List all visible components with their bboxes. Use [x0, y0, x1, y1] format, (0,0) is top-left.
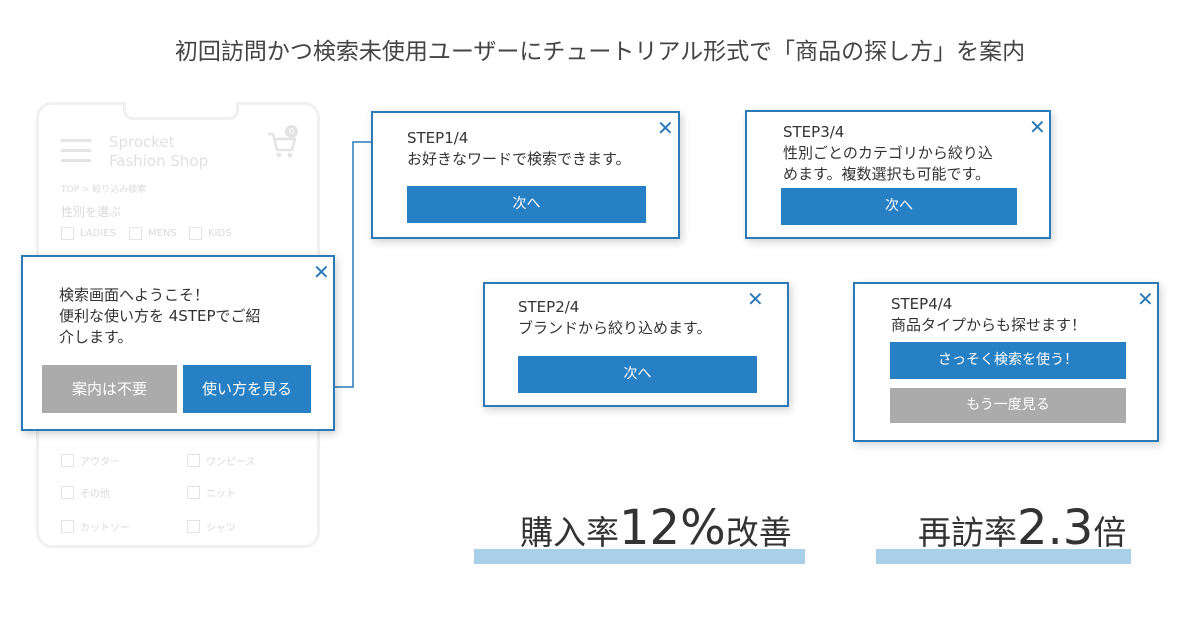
gender-option-ladies[interactable]: LADIES: [61, 227, 116, 240]
checkbox[interactable]: [187, 520, 200, 533]
gender-option-mens[interactable]: MENS: [129, 227, 177, 240]
close-icon[interactable]: ✕: [657, 116, 674, 140]
stat-underline: [474, 549, 805, 564]
checkbox[interactable]: [187, 486, 200, 499]
step3-body: STEP3/4 性別ごとのカテゴリから絞り込 めます。複数選択も可能です。: [783, 122, 993, 185]
skip-tutorial-button[interactable]: 案内は不要: [42, 365, 177, 413]
next-button[interactable]: 次へ: [518, 356, 757, 393]
checkbox[interactable]: [61, 486, 74, 499]
step-text: ブランドから絞り込めます。: [518, 319, 712, 337]
stat-prefix: 購入率: [520, 513, 619, 552]
step2-tooltip: ✕ STEP2/4 ブランドから絞り込めます。 次へ: [483, 282, 789, 407]
step-text: めます。複数選択も可能です。: [783, 165, 991, 183]
stat-suffix: 倍: [1093, 513, 1127, 552]
category-option-outer[interactable]: アウター: [61, 453, 120, 468]
category-option-shirt[interactable]: シャツ: [187, 519, 236, 534]
stat-suffix: 改善: [725, 513, 792, 552]
step-title: STEP1/4: [407, 129, 469, 147]
close-icon[interactable]: ✕: [747, 287, 764, 311]
stat-value: 12%: [619, 500, 726, 556]
welcome-message: 検索画面へようこそ！ 便利な使い方を 4STEPでご紹 介します。: [59, 285, 261, 348]
step3-tooltip: ✕ STEP3/4 性別ごとのカテゴリから絞り込 めます。複数選択も可能です。 …: [745, 110, 1051, 239]
menu-icon[interactable]: [61, 139, 91, 163]
shop-name-line1: Sprocket: [109, 133, 175, 151]
cart-badge: 0: [285, 125, 298, 138]
step1-body: STEP1/4 お好きなワードで検索できます。: [407, 128, 631, 170]
gender-option-kids[interactable]: KIDS: [189, 227, 232, 240]
start-tutorial-button[interactable]: 使い方を見る: [183, 365, 311, 413]
step-text: 性別ごとのカテゴリから絞り込: [783, 144, 993, 162]
breadcrumb: TOP > 絞り込み検索: [61, 185, 147, 195]
stat-value: 2.3: [1017, 500, 1094, 556]
step-title: STEP3/4: [783, 123, 845, 141]
stat-underline: [876, 549, 1131, 564]
close-icon[interactable]: ✕: [1029, 115, 1046, 139]
category-option-other[interactable]: その他: [61, 485, 110, 500]
step-title: STEP2/4: [518, 298, 580, 316]
step4-tooltip: ✕ STEP4/4 商品タイプからも探せます！ さっそく検索を使う！ もう一度見…: [853, 282, 1159, 442]
category-option-knit[interactable]: ニット: [187, 485, 236, 500]
gender-label: 性別を選ぶ: [61, 205, 122, 219]
step-text: 商品タイプからも探せます！: [891, 316, 1087, 334]
welcome-line: 便利な使い方を 4STEPでご紹: [59, 307, 261, 325]
next-button[interactable]: 次へ: [781, 188, 1017, 225]
close-icon[interactable]: ✕: [1137, 287, 1154, 311]
category-option-onepiece[interactable]: ワンピース: [187, 453, 256, 468]
shop-name-line2: Fashion Shop: [109, 152, 209, 170]
checkbox[interactable]: [129, 227, 142, 240]
stat-prefix: 再訪率: [918, 513, 1017, 552]
revisit-rate-stat: 再訪率2.3倍: [918, 500, 1126, 556]
step4-body: STEP4/4 商品タイプからも探せます！: [891, 294, 1086, 336]
headline: 初回訪問かつ検索未使用ユーザーにチュートリアル形式で「商品の探し方」を案内: [174, 39, 1026, 65]
step-title: STEP4/4: [891, 295, 953, 313]
phone-notch: [123, 102, 239, 120]
welcome-line: 介します。: [59, 328, 133, 346]
cart-icon[interactable]: [267, 131, 297, 159]
start-search-button[interactable]: さっそく検索を使う！: [890, 342, 1126, 379]
checkbox[interactable]: [61, 520, 74, 533]
close-icon[interactable]: ✕: [313, 260, 330, 284]
checkbox[interactable]: [61, 454, 74, 467]
next-button[interactable]: 次へ: [407, 186, 646, 223]
shop-name: Sprocket Fashion Shop: [109, 133, 208, 171]
purchase-rate-stat: 購入率12%改善: [520, 500, 792, 556]
category-option-cutsew[interactable]: カットソー: [61, 519, 130, 534]
welcome-line: 検索画面へようこそ！: [59, 286, 210, 304]
checkbox[interactable]: [189, 227, 202, 240]
checkbox[interactable]: [187, 454, 200, 467]
step-text: お好きなワードで検索できます。: [407, 150, 631, 168]
welcome-dialog: ✕ 検索画面へようこそ！ 便利な使い方を 4STEPでご紹 介します。 案内は不…: [21, 255, 335, 431]
checkbox[interactable]: [61, 227, 74, 240]
step1-tooltip: ✕ STEP1/4 お好きなワードで検索できます。 次へ: [371, 111, 680, 239]
step2-body: STEP2/4 ブランドから絞り込めます。: [518, 297, 712, 339]
replay-tutorial-button[interactable]: もう一度見る: [890, 388, 1126, 423]
